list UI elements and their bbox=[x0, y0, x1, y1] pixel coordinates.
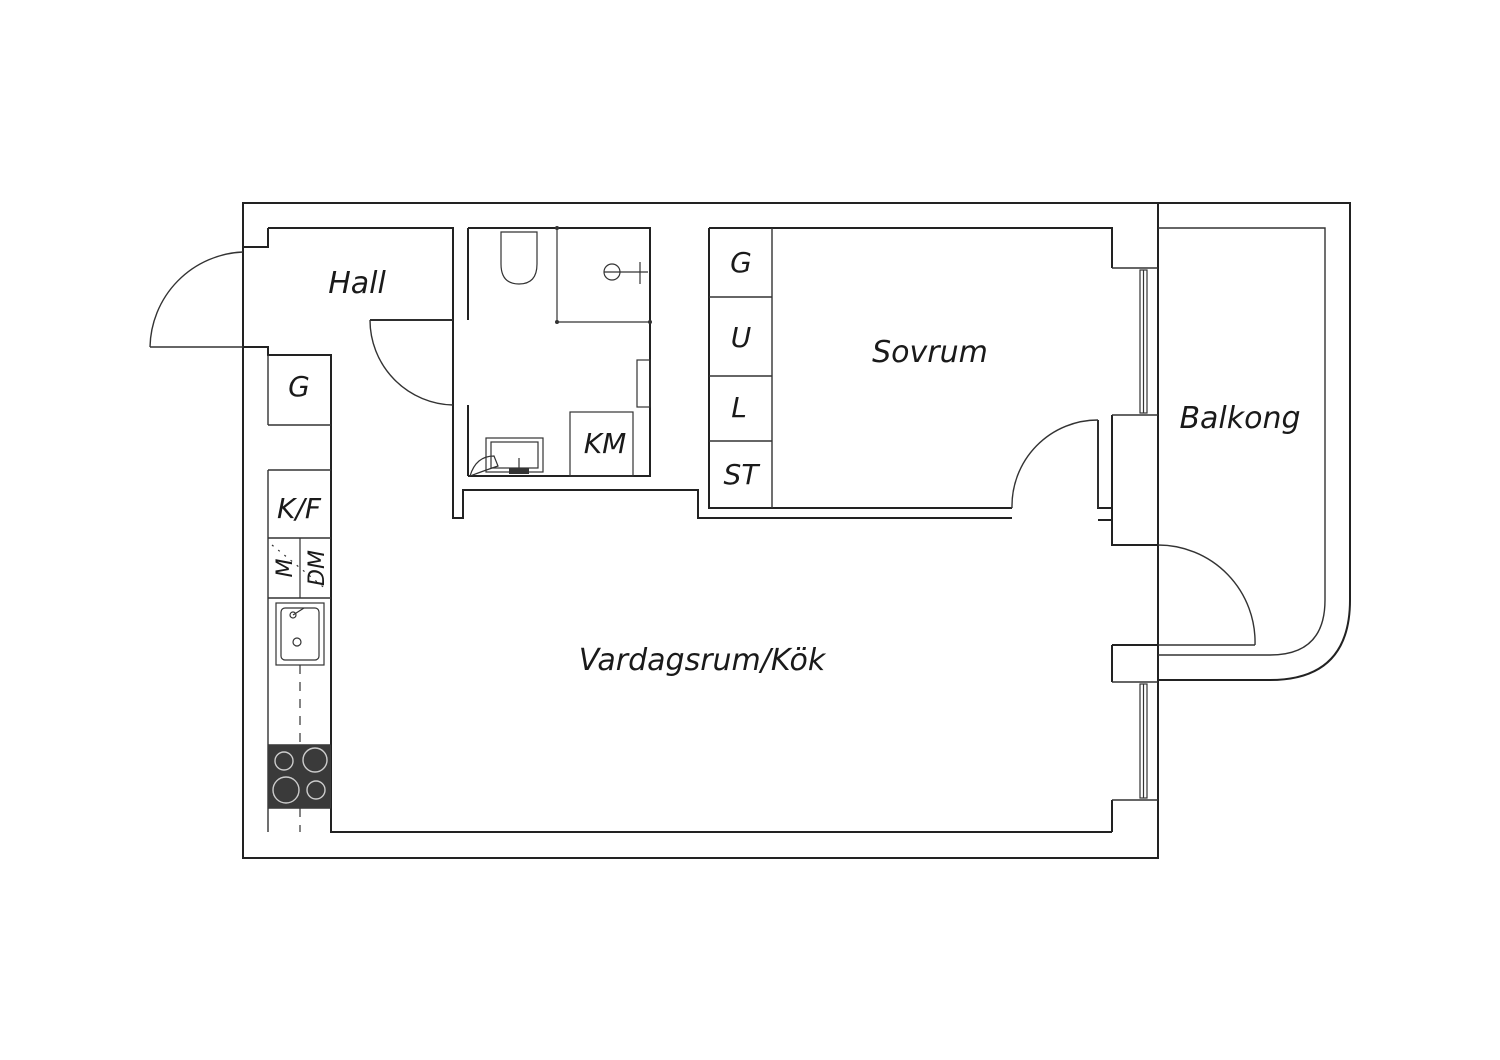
room-label-sovrum: Sovrum bbox=[872, 335, 988, 370]
radiator-icon bbox=[636, 359, 651, 408]
living-window bbox=[1112, 681, 1158, 801]
inner-walls bbox=[243, 227, 1158, 833]
room-label-vardagsrum: Vardagsrum/Kök bbox=[579, 643, 827, 678]
shower-icon bbox=[555, 226, 652, 324]
room-label-hall: Hall bbox=[328, 266, 386, 301]
stove-icon bbox=[268, 745, 331, 808]
entrance-door bbox=[149, 251, 244, 348]
outer-walls bbox=[242, 202, 1351, 859]
bedroom-door bbox=[1011, 419, 1099, 509]
storage-label-km: KM bbox=[584, 427, 627, 460]
room-label-balkong: Balkong bbox=[1179, 401, 1300, 436]
storage-label-bed-st: ST bbox=[724, 458, 761, 491]
storage-label-bed-u: U bbox=[731, 321, 752, 354]
dishwasher-microwave-icon bbox=[271, 538, 328, 598]
storage-label-kf: K/F bbox=[277, 492, 322, 525]
bathroom-door bbox=[369, 319, 454, 406]
balcony-door bbox=[1157, 544, 1256, 646]
storage-label-m: M bbox=[273, 558, 298, 577]
storage-label-hall-g: G bbox=[288, 370, 310, 403]
washing-machine-icon bbox=[569, 411, 634, 477]
bedroom-window bbox=[1112, 267, 1158, 416]
toilet-icon bbox=[500, 231, 538, 285]
storage-label-dm: DM bbox=[305, 550, 330, 586]
sink-icon bbox=[275, 602, 325, 666]
storage-label-bed-l: L bbox=[731, 391, 747, 424]
storage-label-bed-g: G bbox=[730, 246, 752, 279]
washbasin-icon bbox=[469, 437, 544, 477]
